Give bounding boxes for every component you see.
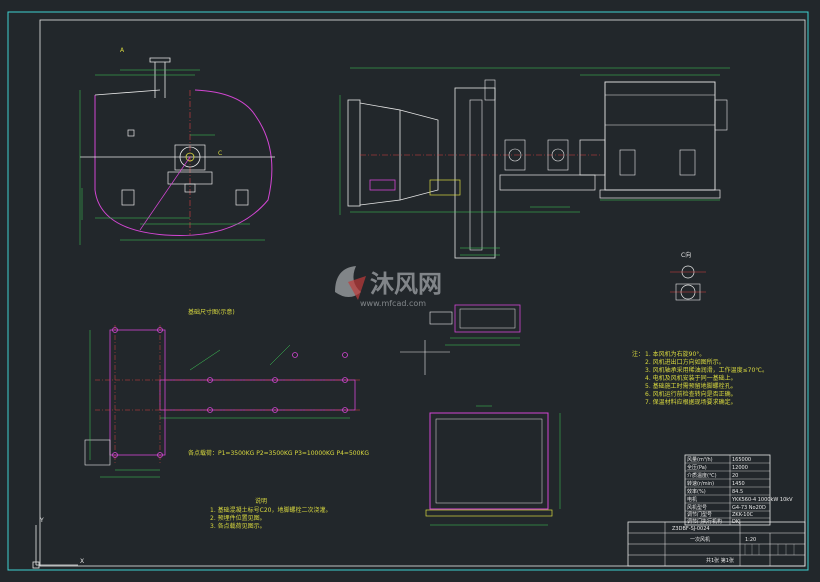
drawing-scale: 1:20 [745,537,756,543]
foundation-loads: 各点载荷：P1=3500KG P2=3500KG P3=10000KG P4=5… [188,449,369,457]
notes-left-title: 说明 [255,497,267,505]
spec-val-1: 165000 [732,457,751,463]
view-label-a: A [120,47,125,54]
notes-right-line-5: 5. 基础施工时需预留地脚螺栓孔。 [645,382,737,390]
spec-val-4: 1450 [732,481,745,487]
notes-right-line-7: 7. 保温材料应根据现场要求确定。 [645,398,737,406]
detail-label: C向 [681,251,691,259]
notes-right-title: 注： [632,350,644,358]
spec-key-6: 电机 [687,496,697,503]
foundation-title: 基础尺寸图(示意) [188,308,235,316]
spec-key-8: 调节门型号 [687,511,712,518]
notes-right-line-2: 2. 风机进出口方向如图所示。 [645,358,725,366]
svg-text:X: X [80,558,84,565]
spec-key-5: 效率(%) [687,488,706,495]
drawing-number: Z3DBF-SJ-0024 [672,526,710,532]
detail-c-view: C向 [670,251,706,301]
notes-left-line-3: 3. 各点载荷见图示。 [210,522,266,530]
inlet-box-plan [425,405,561,526]
drawing-name: 一次风机 [690,536,710,543]
spec-val-3: 20 [732,473,738,479]
spec-val-5: 84.5 [732,489,743,495]
foundation-plan: 基础尺寸图(示意) 各点载荷：P1=3500KG P2=3500KG P3=10… [84,308,369,530]
notes-right-line-1: 1. 本风机为右旋90°。 [645,350,705,358]
notes-left-line-1: 1. 基础混凝土标号C20，地脚螺栓二次浇灌。 [210,506,331,514]
watermark-brand: 沐风网 [370,270,442,298]
ucs-icon: Y X [32,517,84,569]
spec-key-3: 介质温度(℃) [687,472,717,479]
spec-key-1: 风量(m³/h) [687,456,713,463]
spec-val-2: 12000 [732,465,748,471]
notes-right-line-6: 6. 风机运行前检查转向是否正确。 [645,390,737,398]
fan-front-view: A C [79,47,275,245]
notes-right-line-3: 3. 风机轴承采用稀油润滑，工作温度≤70℃。 [645,366,768,374]
drawing-sheet: 共1张 第1张 [706,557,734,564]
notes-left-line-2: 2. 预埋件位置见图。 [210,514,266,522]
watermark: 沐风网 www.mfcad.com [335,266,442,308]
svg-text:Y: Y [39,517,44,524]
outer-border [7,11,809,571]
spec-val-6: YKK560-4 1000kW 10kV [731,497,793,503]
notes-right-line-4: 4. 电机及风机安装于同一基础上。 [645,374,737,382]
spec-key-7: 风机型号 [687,504,707,511]
title-block: Z3DBF-SJ-0024 一次风机 1:20 共1张 第1张 [627,521,806,567]
watermark-url: www.mfcad.com [360,299,426,308]
spec-table: 风量(m³/h) 165000 全压(Pa) 12000 介质温度(℃) 20 … [684,454,793,526]
outlet-damper-view [400,304,521,375]
view-label-c: C [218,150,222,157]
spec-key-4: 转速(r/min) [687,480,714,487]
fan-side-view [339,67,730,259]
spec-key-9: 调节门执行机构 [687,518,722,525]
spec-val-7: G4-73 No20D [732,505,766,511]
notes-right: 注： 1. 本风机为右旋90°。 2. 风机进出口方向如图所示。 3. 风机轴承… [632,350,768,406]
inner-border [39,19,806,567]
spec-key-2: 全压(Pa) [687,464,707,471]
spec-val-8: ZKK-10C [732,512,754,518]
